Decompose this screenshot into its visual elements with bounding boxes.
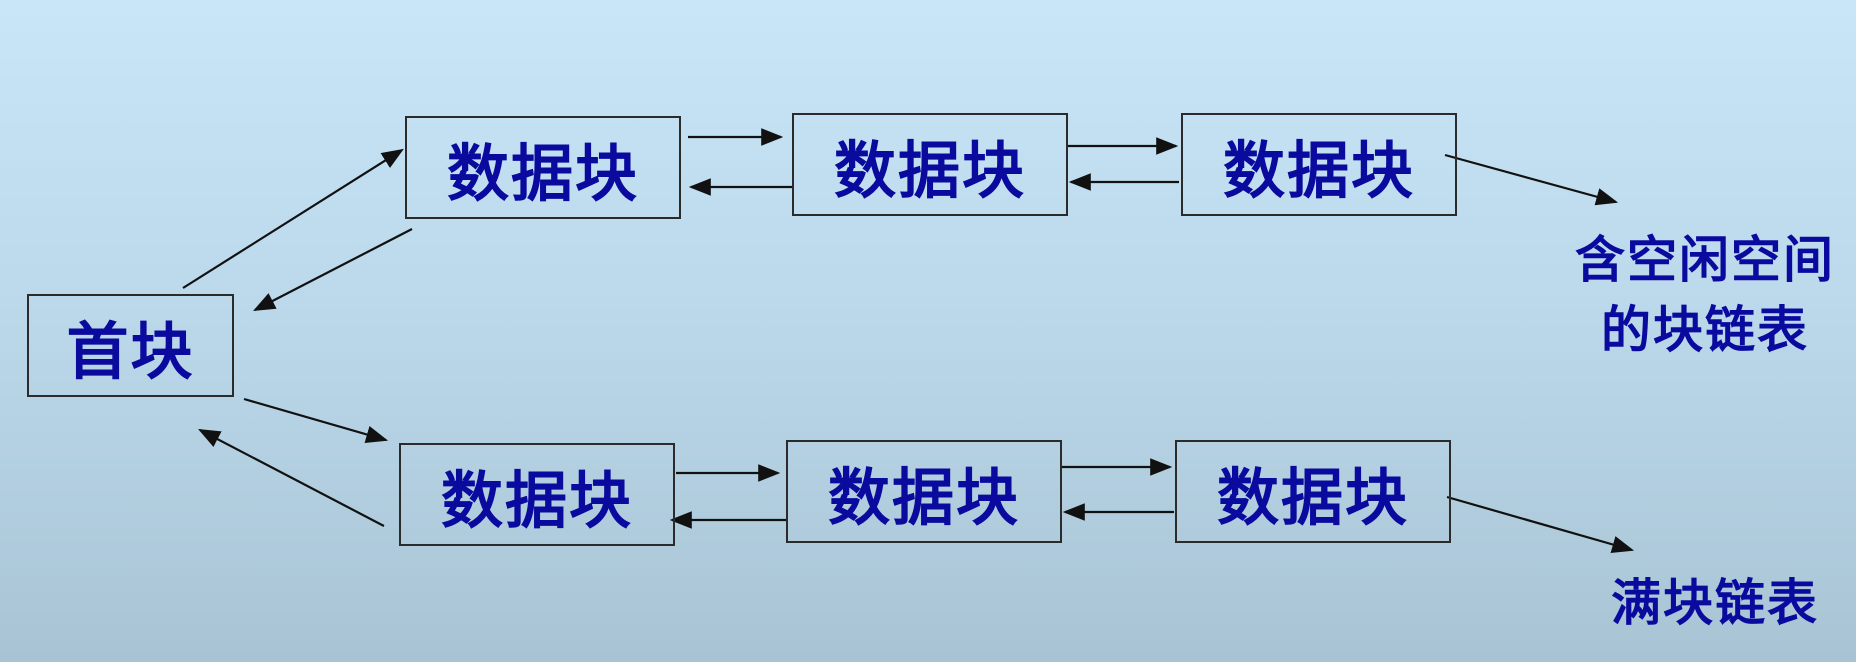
data-block-bottom-3: 数据块 xyxy=(1175,440,1451,543)
head-block: 首块 xyxy=(27,294,234,397)
data-block-top-1: 数据块 xyxy=(405,116,681,219)
arrow-head-to-bottom-chain xyxy=(243,397,389,443)
arrow-head-to-top-chain xyxy=(182,148,404,289)
data-block-top-3: 数据块 xyxy=(1181,113,1457,216)
top-chain-label: 含空闲空间 的块链表 xyxy=(1555,225,1855,365)
data-block-bottom-1: 数据块 xyxy=(399,443,675,546)
arrow-top-chain-to-head xyxy=(253,228,413,312)
top-chain-label-line-2: 的块链表 xyxy=(1601,301,1809,359)
top-chain-label-line-1: 含空闲空间 xyxy=(1575,231,1835,289)
arrow-top-chain-to-label xyxy=(1444,153,1619,206)
data-block-bottom-2: 数据块 xyxy=(786,440,1062,543)
bottom-chain-label: 满块链表 xyxy=(1611,574,1819,632)
data-block-top-2: 数据块 xyxy=(792,113,1068,216)
arrow-bottom-chain-to-head xyxy=(198,428,385,527)
arrow-bottom-chain-to-label xyxy=(1446,495,1635,554)
